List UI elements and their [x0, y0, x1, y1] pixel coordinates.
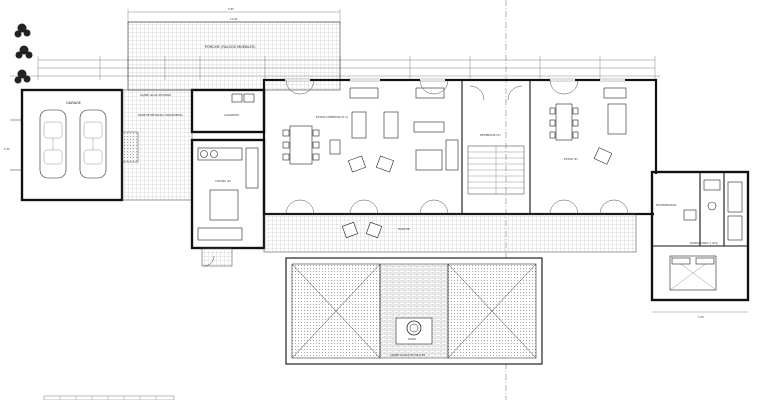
- dim-top-porch: 15.80: [230, 17, 238, 21]
- label-pozo: POZO: [408, 337, 417, 341]
- label-distribuidor: DISTRIBUIDOR: [656, 203, 676, 207]
- tree-icon: [14, 23, 33, 84]
- label-garage: GARAGE: [66, 101, 82, 105]
- label-lavadero: LAVADERO: [224, 113, 240, 117]
- porche-top: PORCHE (FALSOS MUEBLES): [127, 21, 341, 91]
- garage: GARAGE 6.30: [4, 88, 139, 202]
- porche-front: PORCHE: [263, 213, 637, 253]
- lavadero: LAVADERO: [190, 88, 266, 134]
- label-porche-entrada: PORCHE ENTRADA HORIZONTAL: [138, 113, 183, 117]
- label-porche-front: PORCHE: [398, 227, 410, 231]
- bottom-legend-strip: [43, 395, 175, 400]
- recibidor: RECIBIDOR (R): [467, 85, 525, 195]
- aljibe-area: ALJIBE AGUA POTABLE PORCHE ENTRADA HORIZ…: [121, 89, 193, 201]
- label-estar: ESTAR (E): [564, 157, 578, 161]
- kitchen-steps: [201, 247, 233, 267]
- label-recibidor: RECIBIDOR (R): [480, 133, 501, 137]
- car-icon: [79, 109, 107, 179]
- label-porche-top: PORCHE (FALSOS MUEBLES): [205, 45, 256, 49]
- dim-bottom-right: 5.00: [698, 315, 704, 319]
- right-wing: DORMITORIO 1 (D1) DISTRIBUIDOR 5.00: [650, 170, 750, 319]
- label-estar-comedor: ESTAR-COMEDOR (E-1): [316, 115, 348, 119]
- dim-top-total: 5.85: [228, 7, 234, 11]
- bed-icon: [669, 255, 717, 291]
- pozo-icon: [395, 317, 433, 345]
- estar-comedor: ESTAR-COMEDOR (E-1): [282, 87, 459, 173]
- cocina: COCINA (P): [190, 138, 266, 250]
- label-cocina: COCINA (P): [215, 179, 231, 183]
- dim-left-edge: 6.30: [4, 147, 10, 151]
- aljibe-pluviales: POZO ALJIBE AGUAS PLUVIALES: [285, 257, 543, 365]
- label-aljibe-bottom: ALJIBE AGUAS PLUVIALES: [390, 353, 425, 357]
- front-doors: [285, 79, 629, 215]
- label-aljibe-top: ALJIBE AGUA POTABLE: [140, 93, 171, 97]
- estar: ESTAR (E): [549, 87, 627, 165]
- car-icon: [39, 109, 67, 179]
- label-dormitorio: DORMITORIO 1 (D1): [690, 241, 718, 245]
- main-house-walls: [262, 78, 658, 216]
